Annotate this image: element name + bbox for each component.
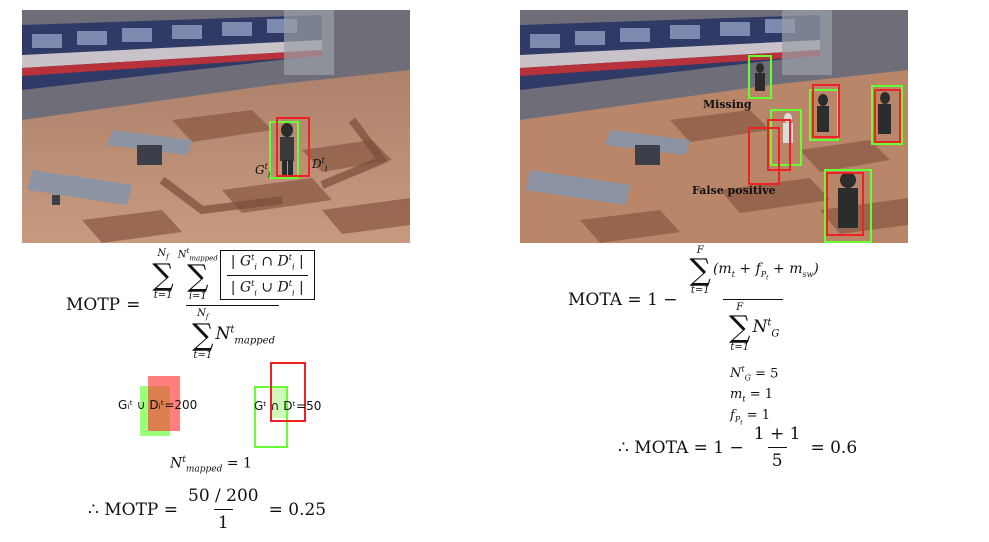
motp-formula: MOTP = Nf ∑ t=1 Ntmapped ∑ i=1 | Gti ∩ D… xyxy=(66,248,319,361)
union-example-label: Gᵢᵗ ∪ Dᵢᵗ=200 xyxy=(118,398,198,412)
iou-bracket: | Gti ∩ Dti | | Gti ∪ Dti | xyxy=(219,250,315,301)
right-det-box-4 xyxy=(874,89,901,143)
right-det-box-5 xyxy=(826,172,864,236)
left-detection-box xyxy=(276,117,310,177)
missing-label: Missing xyxy=(703,98,752,111)
right-scene-illustration xyxy=(520,10,908,243)
ng-line: NtG = 5 xyxy=(730,365,779,383)
right-fp-box xyxy=(748,127,780,185)
left-ground-truth-box xyxy=(269,121,299,179)
left-det-label: Dti xyxy=(312,156,328,174)
left-scene-illustration xyxy=(22,10,410,243)
right-gt-box-4 xyxy=(871,85,903,145)
left-surveillance-frame: Gti Dti xyxy=(22,10,410,243)
right-surveillance-frame: Missing False positive xyxy=(520,10,908,243)
motp-lhs: MOTP xyxy=(66,294,121,315)
intersection-example: Gᵗ ∩ Dᵗ=50 xyxy=(252,362,347,448)
mota-formula: MOTA = 1 − F ∑ t=1 (mt + fPt + msw) F ∑ … xyxy=(568,245,819,353)
right-people xyxy=(755,63,891,228)
fp-line: fPt = 1 xyxy=(730,407,771,427)
left-gt-label: Gti xyxy=(255,162,271,180)
intersection-example-label: Gᵗ ∩ Dᵗ=50 xyxy=(254,399,322,413)
mota-values: NtG = 5 mt = 1 fPt = 1 xyxy=(730,362,778,432)
mota-result: ∴ MOTA = 1 − 1 + 1 5 = 0.6 xyxy=(618,424,858,471)
mt-line: mt = 1 xyxy=(730,386,773,404)
nmapped-line: Ntmapped = 1 xyxy=(170,455,252,475)
false-positive-label: False positive xyxy=(692,184,776,197)
motp-result: ∴ MOTP = 50 / 200 1 = 0.25 xyxy=(88,486,327,533)
right-gt-box-5 xyxy=(824,169,872,243)
right-det-box-3 xyxy=(812,84,840,138)
right-gt-box-2 xyxy=(770,109,802,166)
left-person xyxy=(280,123,294,175)
right-gt-box-1 xyxy=(748,55,772,99)
union-example: Gᵢᵗ ∪ Dᵢᵗ=200 xyxy=(118,376,215,438)
